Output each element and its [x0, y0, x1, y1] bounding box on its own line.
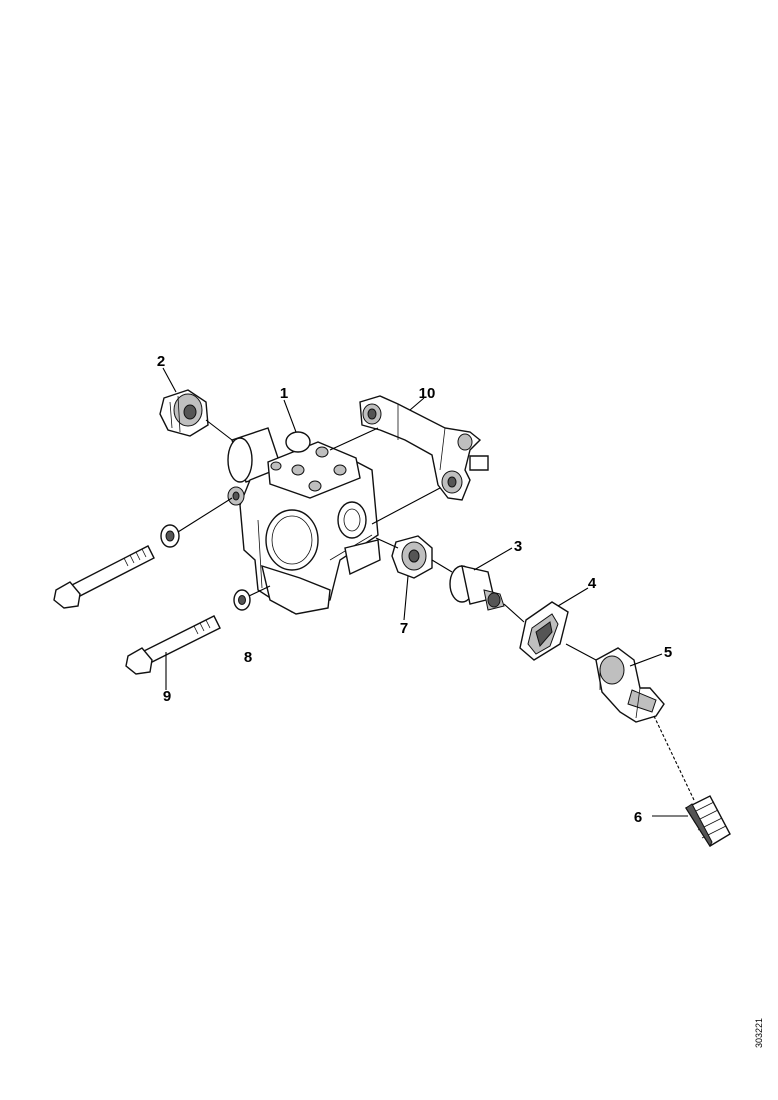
- leader-lines: [162, 367, 688, 817]
- part-3-connector: [449, 565, 505, 611]
- part-6-boot: [684, 795, 731, 848]
- part-2-cap: [159, 389, 209, 437]
- label-part-4: 4: [588, 575, 597, 592]
- label-part-3: 3: [514, 538, 522, 555]
- part-9-bolt-lower: [125, 615, 221, 675]
- part-1-valve-body: [227, 427, 381, 615]
- assembly-lines: [177, 419, 695, 801]
- label-part-1: 1: [280, 385, 288, 402]
- part-4-flange: [519, 601, 569, 661]
- label-part-5: 5: [664, 644, 672, 661]
- part-8-washer-lower: [233, 589, 251, 611]
- drawing-reference-code: 303221: [754, 1017, 764, 1048]
- label-part-10: 10: [419, 385, 436, 402]
- label-part-2: 2: [157, 353, 165, 370]
- part-7-fitting: [391, 535, 433, 579]
- label-part-9: 9: [163, 688, 171, 705]
- part-5-sensor: [595, 647, 665, 723]
- label-part-8: 8: [244, 649, 252, 666]
- part-9-bolt-upper: [53, 545, 155, 609]
- part-8-washer-upper: [160, 524, 180, 548]
- label-part-7: 7: [400, 620, 408, 637]
- part-10-bracket: [359, 395, 489, 501]
- label-part-6: 6: [634, 809, 642, 826]
